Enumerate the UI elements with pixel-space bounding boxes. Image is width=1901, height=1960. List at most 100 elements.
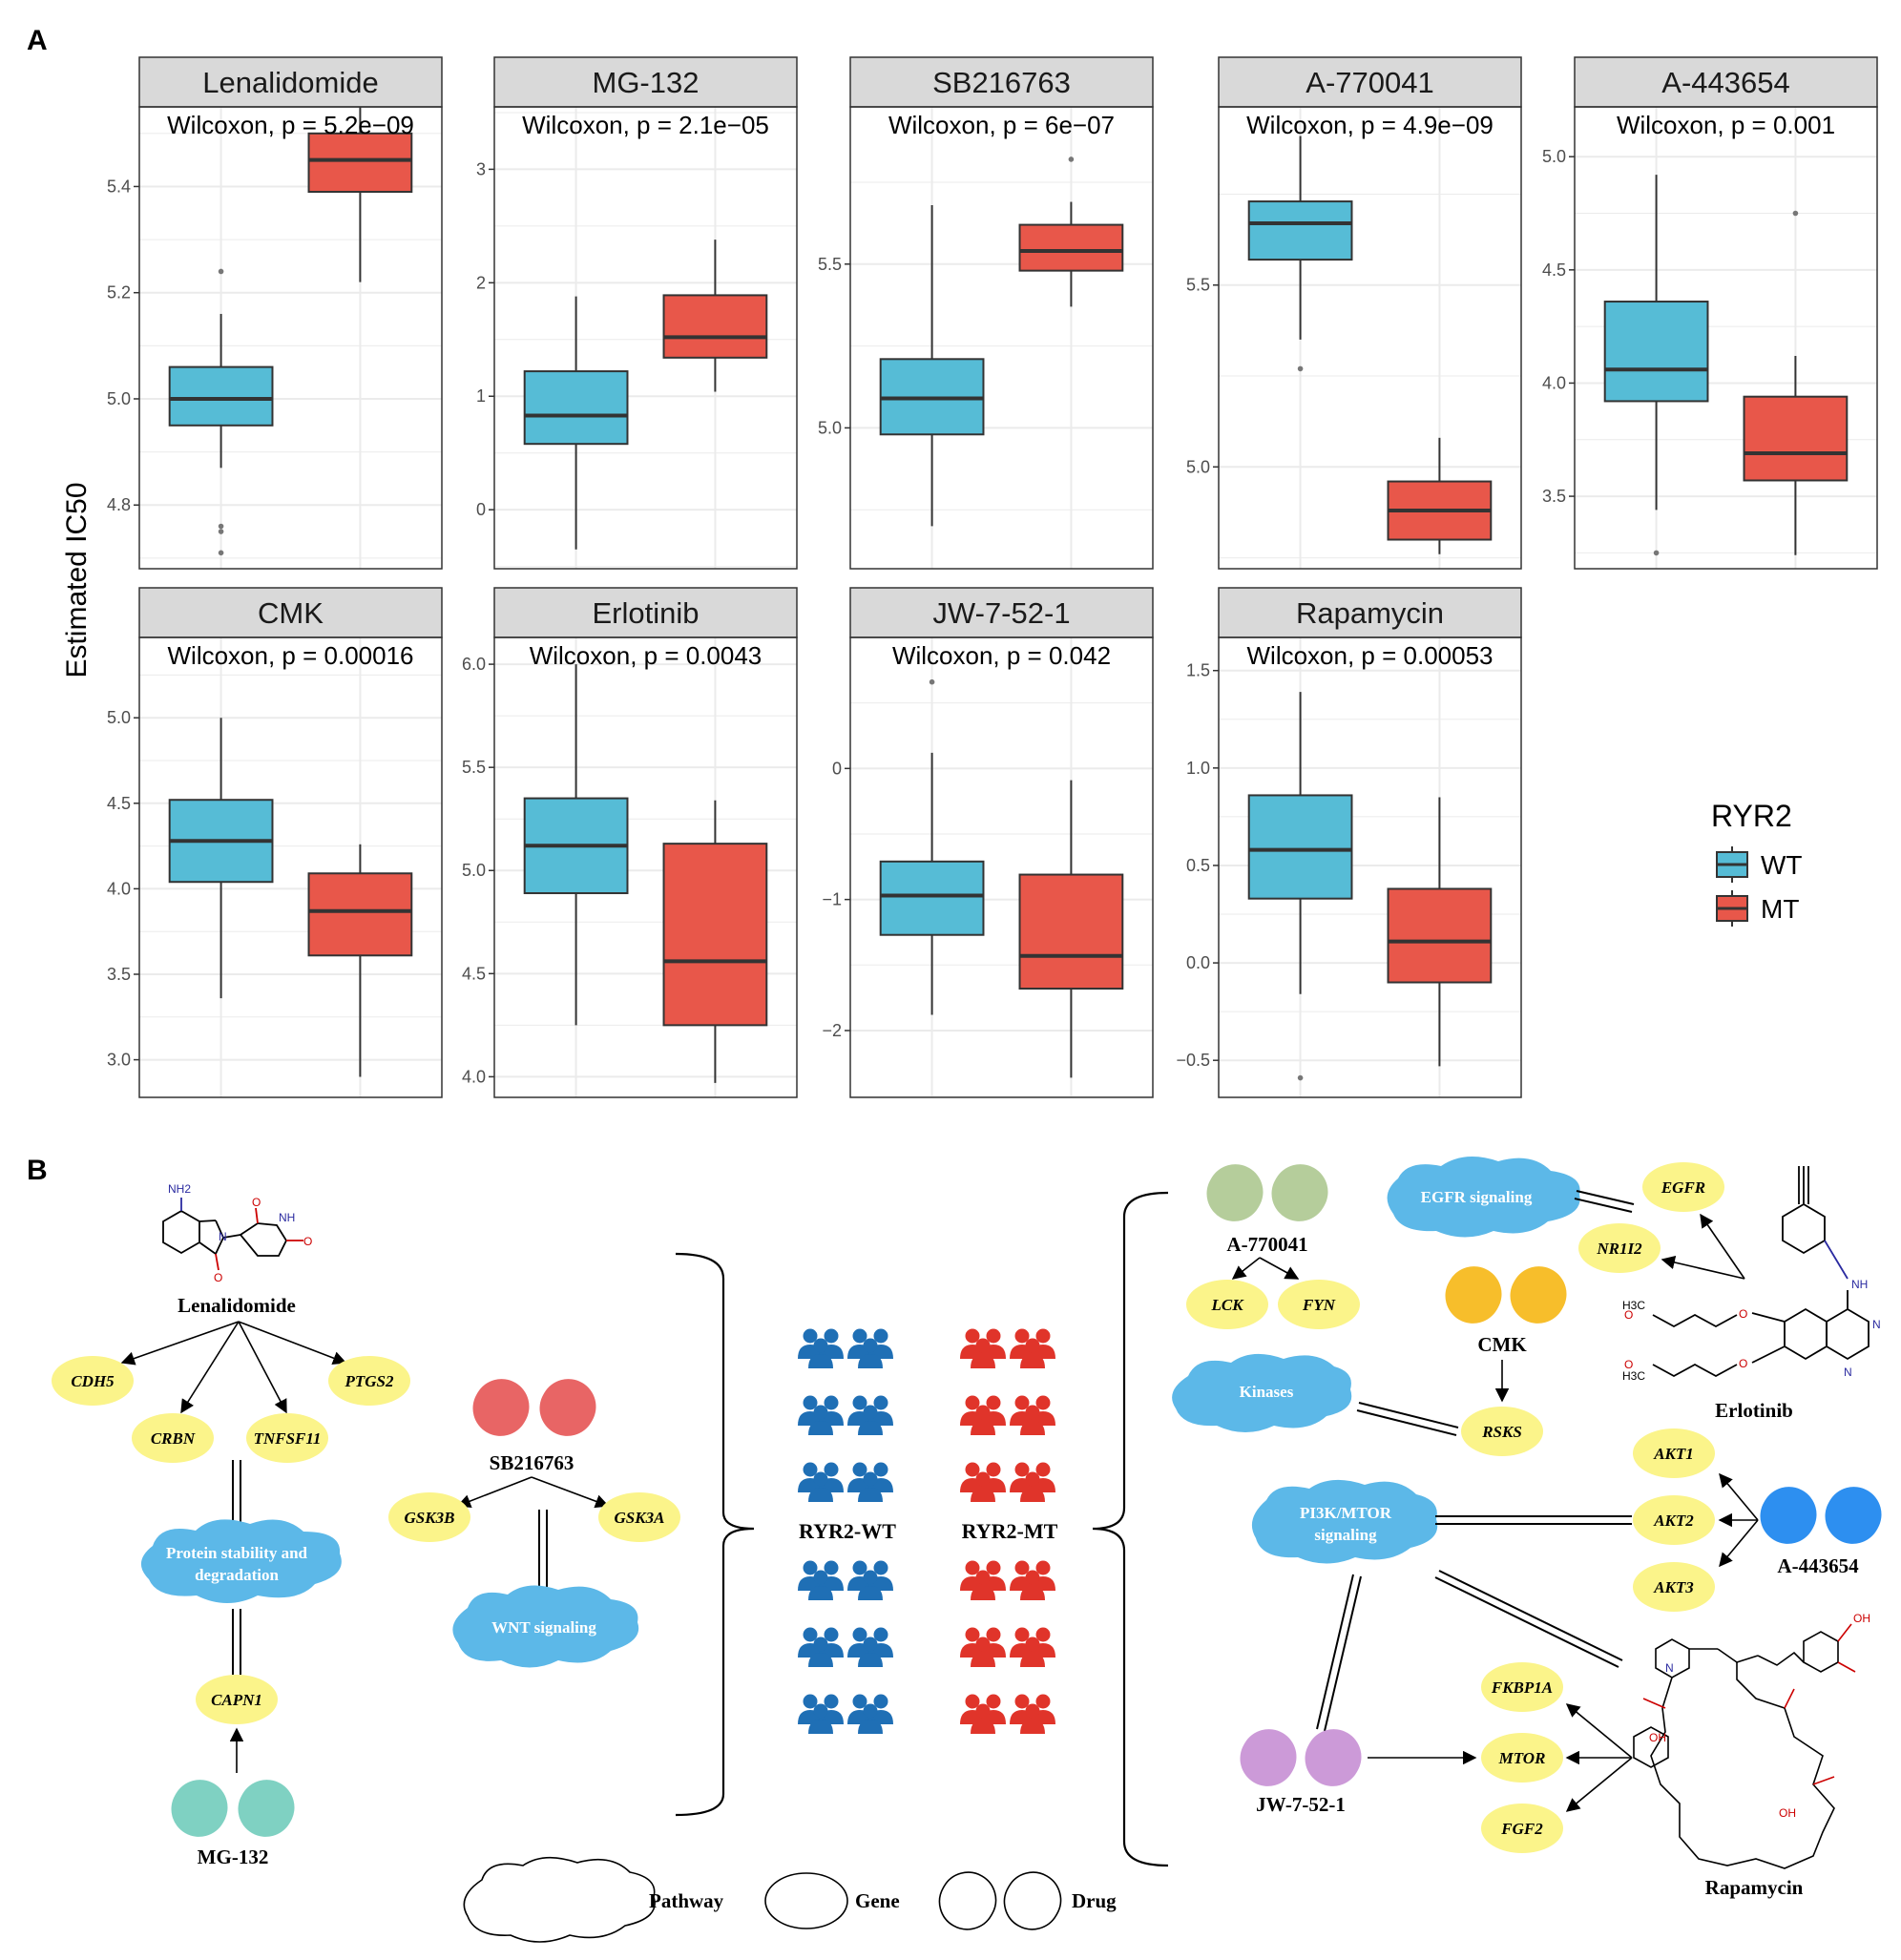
outlier-point <box>218 550 224 556</box>
panel-title: MG-132 <box>593 66 700 99</box>
legend: RYR2 WT MT <box>1711 799 1803 927</box>
strip-header <box>1218 56 1522 108</box>
key-pathway-icon <box>463 1856 656 1943</box>
panel-title: Erlotinib <box>593 596 700 630</box>
drug-label-a770041: A-770041 <box>1226 1233 1307 1256</box>
strip-header <box>849 587 1154 638</box>
panel-title: CMK <box>258 596 324 630</box>
y-tick-label: −1 <box>822 890 842 909</box>
erlotinib-structure <box>1652 1166 1870 1378</box>
gene-cdh5: CDH5 <box>52 1356 134 1406</box>
lenalidomide-structure <box>162 1198 303 1271</box>
legend-key-mt <box>1716 890 1748 927</box>
y-tick-label: 2 <box>476 273 486 292</box>
y-tick-label: 1.5 <box>1186 661 1210 680</box>
person-group-icon <box>960 1396 1006 1436</box>
box-mt <box>1743 210 1849 555</box>
y-tick-label: 5.5 <box>1186 276 1210 295</box>
svg-text:EGFR signaling: EGFR signaling <box>1421 1188 1533 1206</box>
outlier-point <box>1792 210 1799 217</box>
person-group-icon <box>847 1561 893 1601</box>
person-group-icon <box>960 1329 1006 1369</box>
gene-mtor: MTOR <box>1481 1733 1563 1783</box>
person-group-icon <box>1010 1329 1055 1369</box>
person-group-icon <box>1010 1561 1055 1601</box>
gene-akt2: AKT2 <box>1633 1495 1715 1545</box>
panel-title: Lenalidomide <box>202 66 378 99</box>
svg-text:AKT3: AKT3 <box>1653 1578 1694 1596</box>
wilcoxon-annotation: Wilcoxon, p = 0.042 <box>892 641 1111 670</box>
y-tick-label: 5.0 <box>1186 457 1210 476</box>
box-iqr <box>307 132 413 194</box>
y-tick-label: 5.0 <box>1542 147 1566 166</box>
gene-nr1i2: NR1I2 <box>1578 1223 1661 1273</box>
svg-text:PI3K/MTOR: PI3K/MTOR <box>1300 1504 1392 1522</box>
svg-text:FKBP1A: FKBP1A <box>1491 1679 1553 1697</box>
svg-text:AKT2: AKT2 <box>1653 1512 1694 1530</box>
panel-background <box>850 107 1153 569</box>
person-group-icon <box>1010 1396 1055 1436</box>
wilcoxon-annotation: Wilcoxon, p = 0.00016 <box>168 641 414 670</box>
box-iqr <box>1018 223 1124 272</box>
gene-crbn: CRBN <box>132 1413 214 1463</box>
person-group-icon <box>960 1695 1006 1735</box>
erlotinib-o3-label: O <box>1624 1308 1633 1322</box>
svg-text:WNT signaling: WNT signaling <box>491 1618 596 1637</box>
person-group-icon <box>960 1463 1006 1503</box>
erlotinib-o4-label: O <box>1624 1358 1633 1371</box>
panel-border <box>138 106 443 570</box>
y-tick-label: 6.0 <box>462 655 486 674</box>
rapamycin-oh3-label: OH <box>1649 1731 1666 1744</box>
y-tick-label: 3.0 <box>107 1051 131 1070</box>
wilcoxon-annotation: Wilcoxon, p = 0.001 <box>1617 111 1835 139</box>
svg-text:LCK: LCK <box>1210 1296 1244 1314</box>
gene-rsks: RSKS <box>1461 1407 1543 1456</box>
y-axis-label: Estimated IC50 <box>61 482 93 678</box>
panel-title: Rapamycin <box>1296 596 1444 630</box>
y-tick-label: 1 <box>476 386 486 406</box>
rapamycin-n-label: N <box>1665 1661 1674 1675</box>
y-tick-label: 5.5 <box>818 255 842 274</box>
group-label-wt: RYR2-WT <box>799 1519 896 1543</box>
svg-text:AKT1: AKT1 <box>1653 1445 1694 1463</box>
box-mt <box>307 107 413 282</box>
strip-header <box>138 587 443 638</box>
drug-label-sb216763: SB216763 <box>490 1451 574 1474</box>
person-group-icon <box>798 1463 844 1503</box>
drug-icon-cmk <box>1445 1266 1567 1324</box>
y-tick-label: 4.5 <box>107 794 131 813</box>
y-tick-label: 5.4 <box>107 177 131 196</box>
box-iqr <box>1743 395 1849 482</box>
person-group-icon <box>798 1628 844 1668</box>
drug-icon-mg132 <box>171 1780 295 1837</box>
group-label-mt: RYR2-MT <box>962 1519 1058 1543</box>
svg-text:TNFSF11: TNFSF11 <box>254 1429 322 1448</box>
panel-title: SB216763 <box>932 66 1071 99</box>
svg-text:PTGS2: PTGS2 <box>345 1372 395 1390</box>
lenalidomide-n-label: N <box>219 1230 227 1243</box>
wilcoxon-annotation: Wilcoxon, p = 2.1e−05 <box>522 111 769 139</box>
legend-title: RYR2 <box>1711 799 1792 833</box>
y-tick-label: 0.5 <box>1186 856 1210 875</box>
pathway-protein-stability: Protein stability and degradation <box>140 1519 342 1603</box>
svg-text:Protein stability and: Protein stability and <box>166 1544 308 1562</box>
person-group-icon <box>960 1561 1006 1601</box>
svg-text:CRBN: CRBN <box>151 1429 196 1448</box>
outlier-point <box>1653 550 1660 556</box>
box-iqr <box>1603 301 1709 403</box>
panel-b-letter: B <box>27 1155 48 1186</box>
box-mt <box>1018 780 1124 1078</box>
panel-border <box>493 636 798 1098</box>
y-tick-label: 1.0 <box>1186 759 1210 778</box>
rapamycin-structure <box>1633 1623 1856 1869</box>
box-mt <box>307 844 413 1077</box>
person-group-icon <box>847 1695 893 1735</box>
key-label-drug: Drug <box>1072 1889 1117 1912</box>
gene-lck: LCK <box>1186 1280 1268 1329</box>
gene-gsk3a: GSK3A <box>598 1492 680 1542</box>
gene-tnfsf11: TNFSF11 <box>246 1413 328 1463</box>
